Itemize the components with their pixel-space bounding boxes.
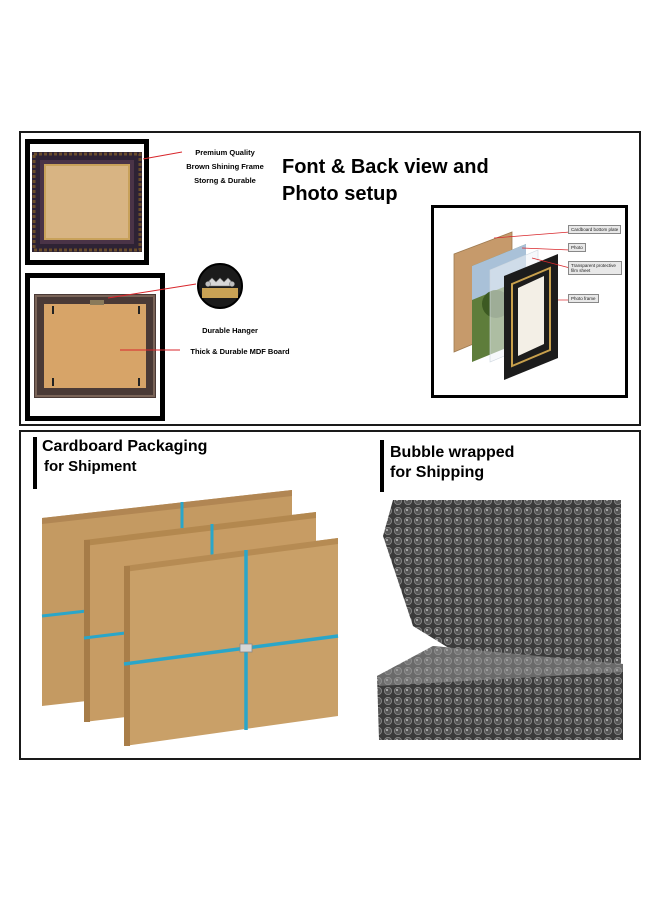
cardboard-title-line-1: Cardboard Packaging xyxy=(42,438,208,455)
front-label-3: Storng & Durable xyxy=(194,176,256,185)
diagram-label-frame: Photo frame xyxy=(568,294,599,303)
cardboard-title-line-2: for Shipment xyxy=(44,458,137,475)
bubble-title-line-2: for Shipping xyxy=(390,464,485,481)
front-label-2: Brown Shining Frame xyxy=(186,162,264,171)
exploded-frame-diagram xyxy=(453,231,571,380)
diagram-label-film: Transparent protective film sheet xyxy=(568,261,622,275)
bubble-title-bar xyxy=(380,440,384,492)
headline-line-1: Font & Back view and xyxy=(282,156,489,178)
board-label: Thick & Durable MDF Board xyxy=(190,347,290,356)
cardboard-boxes-image xyxy=(41,490,339,746)
hanger-closeup-icon xyxy=(197,263,243,309)
hanger-label: Durable Hanger xyxy=(202,326,258,335)
front-view-box xyxy=(25,139,149,265)
diagram-label-photo: Photo xyxy=(568,243,586,252)
front-label-1: Premium Quality xyxy=(195,148,255,157)
bubble-title-line-1: Bubble wrapped xyxy=(390,444,515,461)
back-frame-image xyxy=(34,294,156,398)
cardboard-title-bar xyxy=(33,437,37,489)
headline-line-2: Photo setup xyxy=(282,183,398,205)
bubble-wrap-image xyxy=(373,496,627,742)
front-frame-image xyxy=(32,152,142,252)
diagram-label-cardboard: Cardboard bottom plate xyxy=(568,225,622,234)
back-view-box xyxy=(25,273,165,421)
